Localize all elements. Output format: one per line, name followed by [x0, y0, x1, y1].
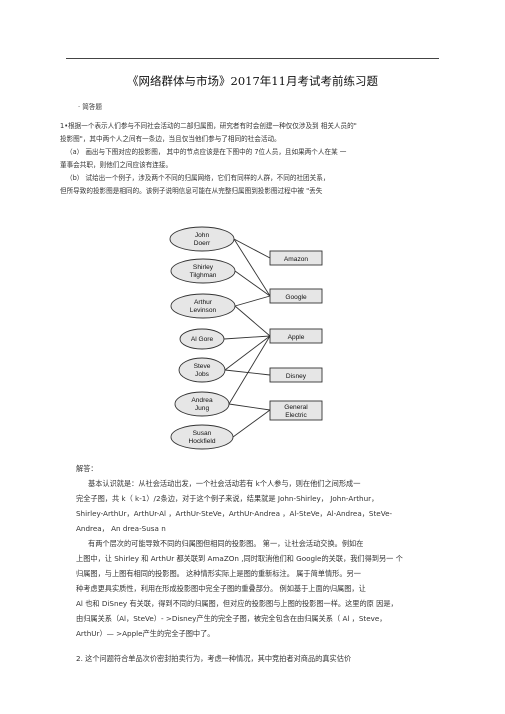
answer-line-3: Shirley-ArthUr，ArthUr-Al ，ArthUr-SteVe，A…: [76, 509, 393, 518]
person-label-shirley-1: Shirley: [193, 264, 214, 271]
person-label-andrea-2: Jung: [195, 405, 210, 412]
answer-line-9: Al 也和 DiSney 有关联，得到不同的归属图，但对应的投影图与上图的投影图…: [76, 599, 398, 608]
edge-andrea-ge: [228, 403, 271, 411]
person-node: [169, 226, 235, 252]
edge-arthur-google: [234, 295, 271, 307]
answer-line-8: 种考虑更具实质性，利用在形成投影图中完全子图的重叠部分。 例如基于上面的归属图，…: [76, 584, 366, 593]
q1-line-5: （b） 试给出一个例子，涉及两个不同的归属网络，它们有同样的人群，不同的社团关系…: [66, 174, 330, 182]
company-node: [269, 250, 323, 266]
edge-john-amazon: [233, 238, 271, 259]
edge-steve-apple: [224, 335, 271, 371]
edge-susan-ge: [232, 409, 271, 438]
question-2-line: 2. 这个问题符合单品次价密封拍卖行为，考虑一种情况，其中竞拍者对商品的真实估价: [76, 654, 352, 663]
edge-shirley-google: [234, 270, 271, 297]
person-label-john-1: John: [195, 232, 210, 239]
company-label-ge-1: General: [284, 404, 308, 411]
edge-arthur-apple: [234, 305, 271, 337]
edge-al-apple: [223, 335, 271, 340]
person-label-arthur-1: Arthur: [194, 299, 213, 306]
q1-line-1: 1•根据一个表示人们参与不同社会活动的二部归属图，研究者有时会创建一种仅仅涉及到…: [60, 122, 357, 130]
company-node: [269, 400, 323, 421]
person-label-andrea-1: Andrea: [191, 397, 213, 404]
answer-label: 解答：: [76, 464, 98, 473]
top-rule: [66, 58, 439, 59]
person-node: [174, 391, 230, 417]
company-label-apple: Apple: [288, 334, 305, 341]
person-node: [178, 357, 226, 383]
person-label-steve-2: Jobs: [195, 371, 210, 378]
document-title: 《网络群体与市场》2017年11月考试考前练习题: [127, 74, 378, 88]
answer-line-11: ArthUr）— >Apple产生的完全子图中了。: [76, 629, 215, 638]
company-label-disney: Disney: [286, 373, 307, 380]
company-label-ge-2: Electric: [285, 412, 307, 419]
edge-andrea-apple: [228, 335, 271, 405]
answer-line-4: Andrea， An drea-Susa n: [76, 524, 166, 533]
answer-line-2: 完全子图，共 k（ k-1）/2条边，对于这个例子来说，结果就是 John-Sh…: [76, 494, 379, 503]
answer-line-5: 有两个层次的可能导致不同的归属图但相同的投影图。 第一，让社会活动交换。例如在: [88, 539, 364, 548]
q1-line-4: 董事会共职，则他们之间应该有连接。: [60, 161, 173, 169]
q1-line-2: 投影图"，其中两个人之间有一条边，当且仅当他们参与了相同的社会活动。: [60, 135, 281, 143]
q1-line-3: （a） 画出与下图对应的投影图， 其中的节点应该是在下图中的 7位人员，且如果两…: [66, 148, 347, 156]
person-label-susan-2: Hockfield: [188, 438, 215, 445]
answer-line-6: 上图中，让 Shirley 和 ArthUr 都关联到 AmaZOn ,同时取消…: [76, 554, 403, 563]
company-node: [269, 328, 323, 344]
q1-line-6: 但所导致的投影图是相同的。该例子说明信息可能在从完整归属图到投影图过程中被 "丢…: [60, 187, 323, 195]
person-node: [170, 293, 236, 319]
person-label-susan-1: Susan: [193, 430, 212, 437]
person-node: [170, 424, 234, 450]
person-label-john-2: Doerr: [194, 240, 211, 247]
company-label-amazon: Amazon: [284, 256, 309, 263]
company-node: [269, 288, 323, 304]
company-label-google: Google: [285, 294, 307, 301]
person-label-shirley-2: Tilghman: [190, 272, 217, 279]
edge-john-google: [233, 238, 271, 297]
answer-line-7: 归属图，与上图有相同的投影图。 这种情形实际上是图的重新标注。 属于简单情形。另…: [76, 569, 361, 578]
person-node: [170, 258, 236, 284]
person-node: [179, 328, 225, 350]
person-label-steve-1: Steve: [194, 363, 211, 370]
person-label-al: Al Gore: [191, 336, 214, 343]
company-node: [269, 367, 323, 383]
answer-line-10: 由归属关系（Al，SteVe）- >Disney产生的完全子图，被完全包含在由归…: [76, 614, 387, 623]
section-heading: · 简答题: [78, 103, 102, 111]
person-label-arthur-2: Levinson: [190, 307, 217, 314]
answer-line-1: 基本认识就是：从社会活动出发，一个社会活动若有 k个人参与，则在他们之间形成一: [88, 479, 361, 488]
